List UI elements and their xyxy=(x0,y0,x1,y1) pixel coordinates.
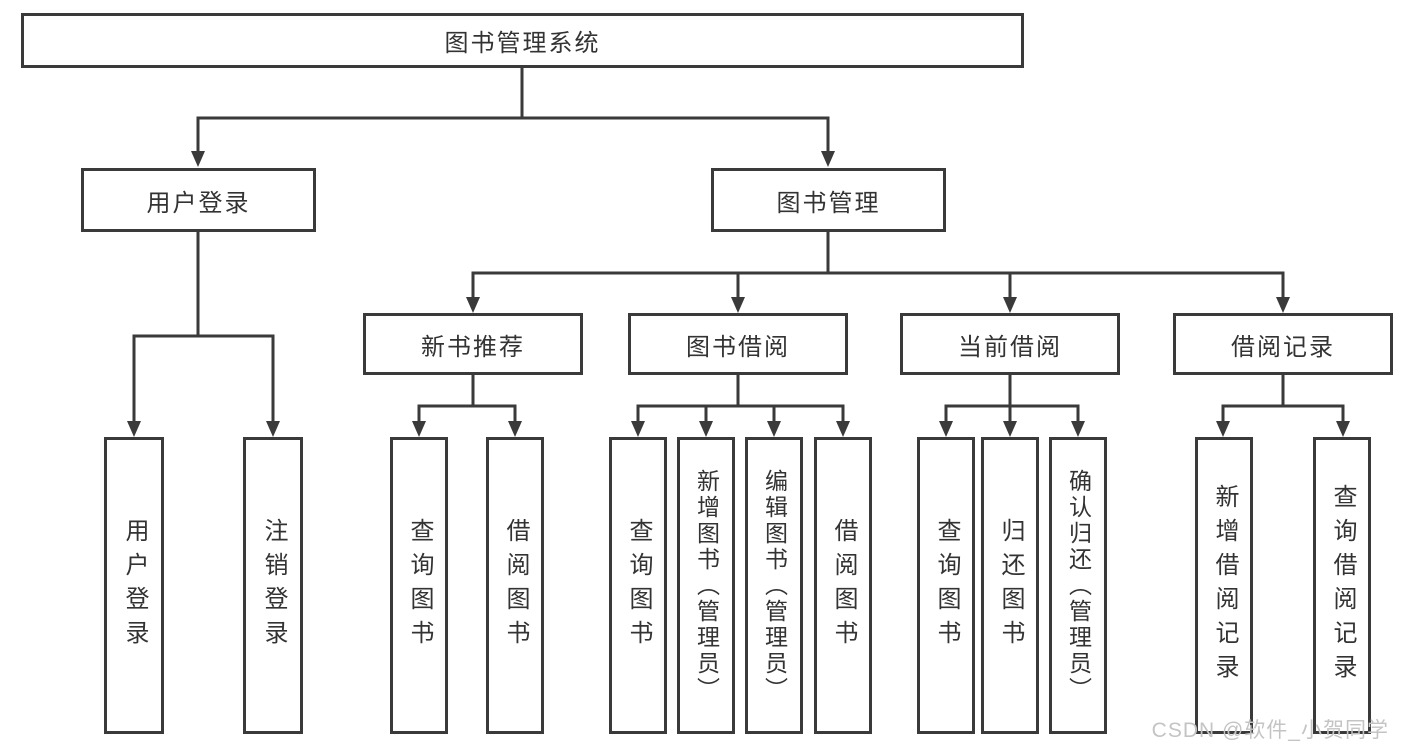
node-label: 查询图书 xyxy=(625,517,652,654)
node-book-borrowing: 图书借阅 xyxy=(628,313,848,375)
node-borrow-books: 借阅图书 xyxy=(486,437,544,734)
node-label: 用户登录 xyxy=(121,517,148,654)
node-logout: 注销登录 xyxy=(243,437,303,734)
node-query-books: 查询图书 xyxy=(390,437,448,734)
node-label: 确认归还（管理员） xyxy=(1065,468,1092,703)
node-label: 编辑图书（管理员） xyxy=(761,468,788,703)
node-label: 新增借阅记录 xyxy=(1211,483,1238,688)
node-add-borrow-record: 新增借阅记录 xyxy=(1195,437,1253,734)
node-label: 用户登录 xyxy=(146,189,251,217)
node-label: 查询图书 xyxy=(933,517,960,654)
node-label: 图书借阅 xyxy=(686,333,790,361)
node-label: 查询借阅记录 xyxy=(1329,483,1356,688)
node-library-management-system: 图书管理系统 xyxy=(21,13,1024,68)
node-label: 借阅记录 xyxy=(1231,333,1335,361)
node-label: 图书管理 xyxy=(776,189,881,217)
csdn-watermark: CSDN @软件_小贺同学 xyxy=(1151,719,1389,742)
node-label: 当前借阅 xyxy=(958,333,1062,361)
node-label: 图书管理系统 xyxy=(444,30,601,57)
node-label: 新书推荐 xyxy=(421,333,525,361)
node-label: 注销登录 xyxy=(260,517,287,654)
node-query-books: 查询图书 xyxy=(609,437,667,734)
node-user-login-leaf: 用户登录 xyxy=(104,437,164,734)
node-borrow-books: 借阅图书 xyxy=(814,437,872,734)
node-current-borrowing: 当前借阅 xyxy=(900,313,1120,375)
node-label: 借阅图书 xyxy=(502,517,529,654)
node-label: 查询图书 xyxy=(406,517,433,654)
node-label: 归还图书 xyxy=(997,517,1024,654)
node-return-books: 归还图书 xyxy=(981,437,1039,734)
node-borrowing-records: 借阅记录 xyxy=(1173,313,1393,375)
node-add-books-admin: 新增图书（管理员） xyxy=(677,437,735,734)
node-query-books: 查询图书 xyxy=(917,437,975,734)
node-label: 新增图书（管理员） xyxy=(693,468,720,703)
node-user-login: 用户登录 xyxy=(81,168,316,232)
node-new-book-recommendation: 新书推荐 xyxy=(363,313,583,375)
arrowheads xyxy=(127,151,1350,437)
node-book-management: 图书管理 xyxy=(711,168,946,232)
node-query-borrow-record: 查询借阅记录 xyxy=(1313,437,1371,734)
node-confirm-return-admin: 确认归还（管理员） xyxy=(1049,437,1107,734)
node-edit-books-admin: 编辑图书（管理员） xyxy=(745,437,803,734)
node-label: 借阅图书 xyxy=(830,517,857,654)
